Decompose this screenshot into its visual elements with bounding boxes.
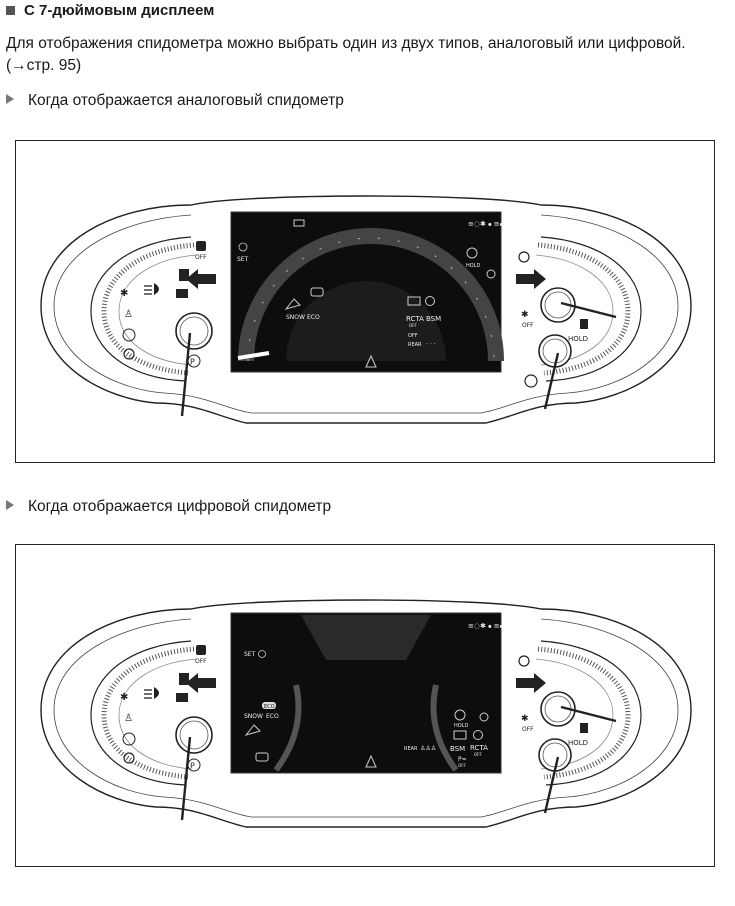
bullet-digital-text: Когда отображается цифровой спидометр <box>28 498 332 515</box>
off-label: OFF <box>408 333 418 339</box>
airbag-icon: ♙ <box>124 309 133 320</box>
triangle-bullet-icon <box>6 500 14 510</box>
digital-figure: OFF ✱ ♙ P HOLD ✱ OFF ≡◌✱ ⦁ ≡⦁ SET ECO SN… <box>15 544 715 867</box>
pedestrian-off-icon: ✱ <box>521 714 529 724</box>
seatbelt-display-icon <box>179 673 189 685</box>
left-gauge-knob <box>175 312 213 350</box>
eco-label: ECO <box>266 713 279 720</box>
brake-icon <box>123 752 135 764</box>
indicator-ring <box>524 374 538 388</box>
traction-off-icon: OFF <box>195 645 207 665</box>
high-beam-icon <box>144 283 159 295</box>
left-gauge-needle <box>180 332 192 417</box>
right-turn-arrow-icon <box>516 269 546 289</box>
traction-off-icon: OFF <box>195 241 207 261</box>
parking-sensor-off-label: OFF <box>458 763 466 768</box>
rear-label: REAR <box>404 746 418 752</box>
eco-label: ECO <box>307 314 320 321</box>
left-gauge-knob <box>175 716 213 754</box>
brake-icon-right <box>518 251 530 263</box>
snow-mode-icon <box>244 724 261 736</box>
traction-off-label: OFF <box>195 658 207 665</box>
fuel-gauge-knob <box>540 287 576 323</box>
battery-icon <box>407 296 421 306</box>
power-steering-icon <box>473 730 483 740</box>
digital-cluster-illustration: OFF ✱ ♙ P HOLD ✱ OFF ≡◌✱ ⦁ ≡⦁ SET ECO SN… <box>40 599 692 828</box>
door-open-icon <box>176 693 188 702</box>
pedestrian-off-label: OFF <box>522 726 534 733</box>
rcta-off-label: OFF <box>474 752 482 757</box>
parking-brake-label: P <box>190 358 195 367</box>
lighting-indicators: ≡◌✱ ⦁ ≡⦁ <box>468 622 504 630</box>
left-gauge-needle <box>180 736 192 821</box>
left-turn-arrow-icon <box>186 673 216 693</box>
fuel-icon <box>580 319 588 329</box>
speedo-needle <box>237 351 270 360</box>
left-turn-arrow-icon <box>186 269 216 289</box>
right-turn-arrow-icon <box>516 673 546 693</box>
screen-hold-label: HOLD <box>454 723 468 729</box>
brake-icon-right <box>518 655 530 667</box>
abs-icon <box>122 732 136 746</box>
section-heading: С 7-дюймовым дисплеем <box>0 2 214 19</box>
rear-seat-icons: ♙♙♙ <box>420 745 436 752</box>
airbag-icon: ♙ <box>124 713 133 724</box>
parking-brake-label: P <box>190 762 195 771</box>
rcta-label: RCTA <box>470 744 488 752</box>
high-beam-icon <box>144 687 159 699</box>
rcta-off-label: OFF <box>409 323 417 328</box>
analog-cluster-illustration: OFF ✱ ♙ P HOLD ✱ OFF SET ≡◌✱ ⦁ ≡⦁ HOLD S… <box>40 195 692 424</box>
pedestrian-icon: ✱ <box>120 288 128 299</box>
tpms-icon <box>486 269 496 279</box>
tpms-icon <box>479 712 489 722</box>
rear-seat-icons: · · · <box>426 341 436 348</box>
screen-hold-label: HOLD <box>466 263 480 269</box>
check-engine-icon <box>255 752 269 762</box>
eco-badge <box>262 702 276 709</box>
pedestrian-icon: ✱ <box>120 692 128 703</box>
analog-figure: OFF ✱ ♙ P HOLD ✱ OFF SET ≡◌✱ ⦁ ≡⦁ HOLD S… <box>15 140 715 463</box>
snow-mode-icon <box>284 298 301 310</box>
square-bullet-icon <box>6 6 15 16</box>
power-steering-icon <box>425 296 435 306</box>
intro-paragraph: Для отображения спидометра можно выбрать… <box>6 35 686 74</box>
section-heading-text: С 7-дюймовым дисплеем <box>24 2 215 19</box>
cruise-icon <box>238 242 248 252</box>
pedestrian-off-label: OFF <box>522 322 534 329</box>
abs-icon <box>122 328 136 342</box>
bullet-digital: Когда отображается цифровой спидометр <box>6 498 331 516</box>
cruise-set-label: SET <box>244 651 256 658</box>
brake-icon <box>123 348 135 360</box>
parking-sensor-icon: P≈ <box>458 756 467 763</box>
fuel-gauge-knob <box>540 691 576 727</box>
seatbelt-display-icon <box>179 269 189 281</box>
traction-off-label: OFF <box>195 254 207 261</box>
pedestrian-off-icon: ✱ <box>521 310 529 320</box>
fuel-icon <box>580 723 588 733</box>
lighting-indicators: ≡◌✱ ⦁ ≡⦁ <box>468 220 504 228</box>
lane-assist-icon <box>365 354 377 368</box>
fuel-gauge-needle <box>560 705 617 723</box>
triangle-bullet-icon <box>6 94 14 104</box>
cruise-set-label: SET <box>237 256 249 263</box>
temp-gauge-needle <box>543 756 560 814</box>
bullet-analog: Когда отображается аналоговый спидометр <box>6 92 344 110</box>
lane-assist-icon <box>365 754 377 768</box>
cruise-icon <box>258 650 266 658</box>
battery-icon <box>453 730 467 740</box>
snow-label: SNOW <box>286 314 305 321</box>
hold-label: HOLD <box>568 739 588 747</box>
door-open-icon <box>176 289 188 298</box>
fuel-gauge-needle <box>560 301 617 319</box>
hold-label: HOLD <box>568 335 588 343</box>
eco-badge-text: ECO <box>264 704 275 710</box>
temp-gauge-needle <box>543 352 560 410</box>
snow-label: SNOW <box>244 713 263 720</box>
rear-label: REAR <box>408 342 422 348</box>
check-engine-icon <box>310 287 324 297</box>
bsm-label: BSM <box>426 315 441 323</box>
bsm-label: BSM <box>450 745 465 753</box>
bullet-analog-text: Когда отображается аналоговый спидометр <box>28 92 344 109</box>
rcta-label: RCTA <box>406 315 424 323</box>
